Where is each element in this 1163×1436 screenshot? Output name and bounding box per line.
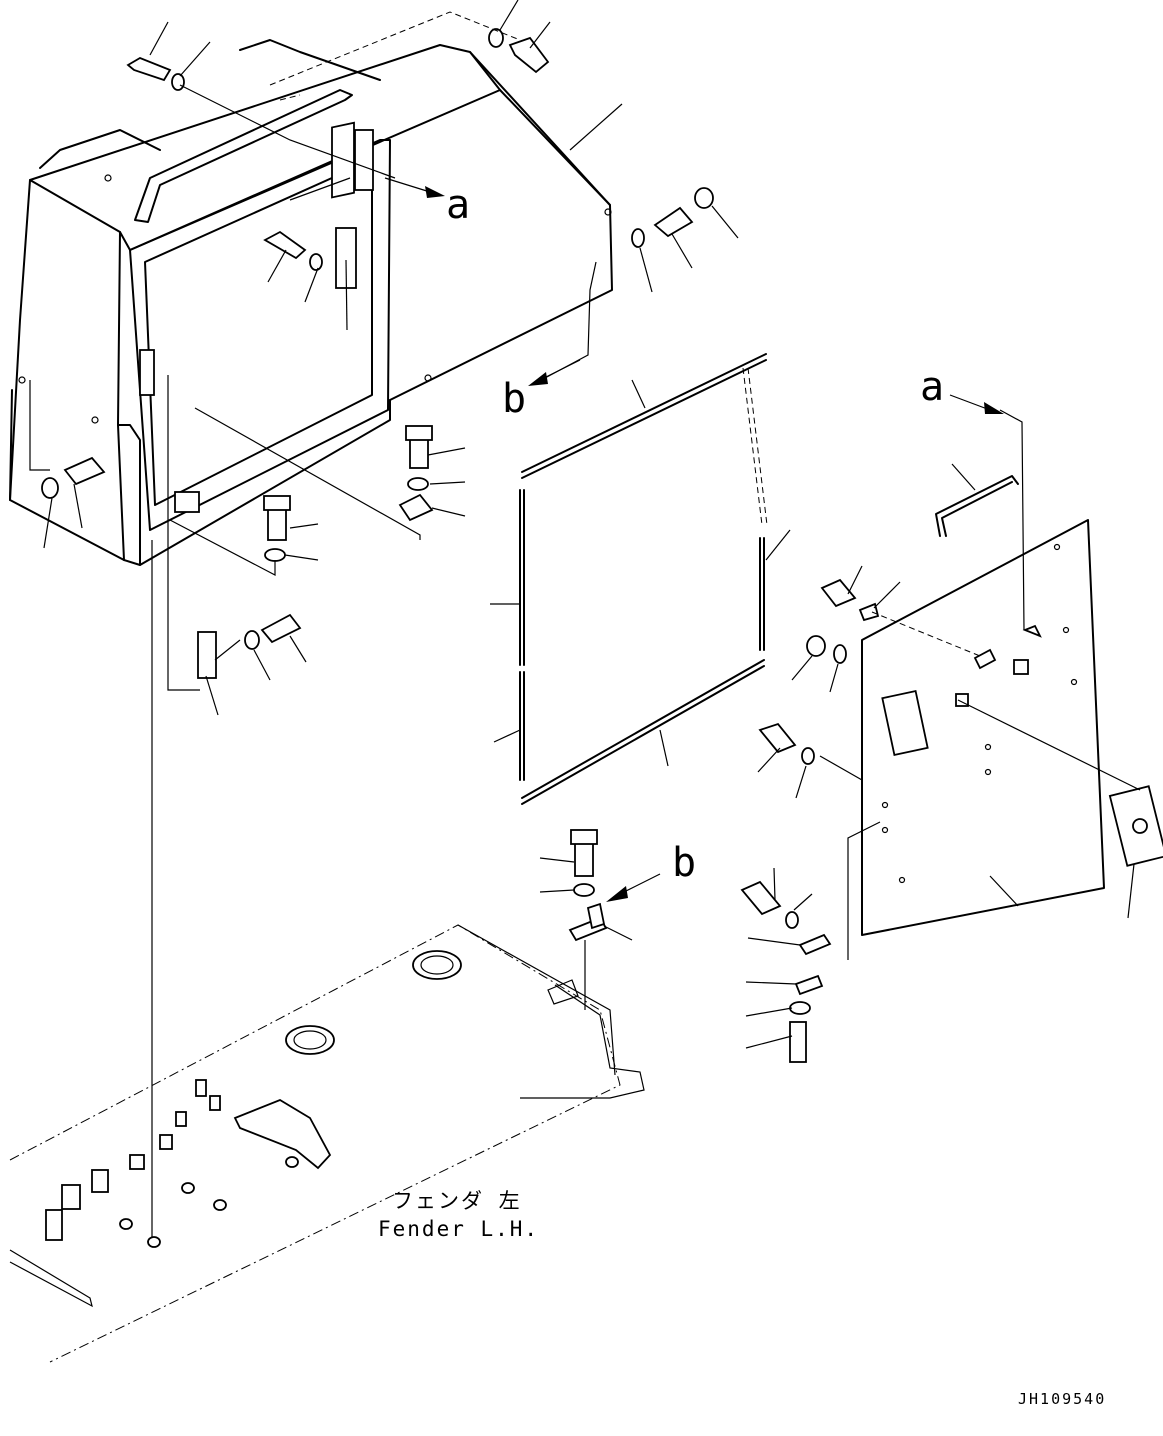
lower-bracket	[539, 829, 661, 1010]
housing-leader-lines	[29, 0, 739, 716]
glass-pane	[490, 353, 791, 805]
view-label-a-right: a	[920, 364, 944, 410]
view-label-a-top: a	[446, 182, 470, 228]
door-handle	[935, 463, 1019, 537]
caption-japanese: フェンダ 左	[392, 1189, 522, 1213]
door-leader-lines	[745, 565, 1135, 1049]
cover-housing	[9, 39, 613, 566]
door-hardware	[740, 578, 1141, 1063]
drawing-code: JH109540	[1018, 1390, 1106, 1408]
housing-hardware	[41, 28, 714, 679]
vertical-leader	[147, 540, 161, 1248]
fender-base	[9, 924, 645, 1363]
view-arrows-upper	[384, 177, 1025, 631]
door-panel	[861, 519, 1163, 936]
view-label-b-bottom: b	[672, 840, 696, 886]
caption-english: Fender L.H.	[378, 1217, 539, 1241]
view-label-b-left: b	[502, 376, 526, 422]
